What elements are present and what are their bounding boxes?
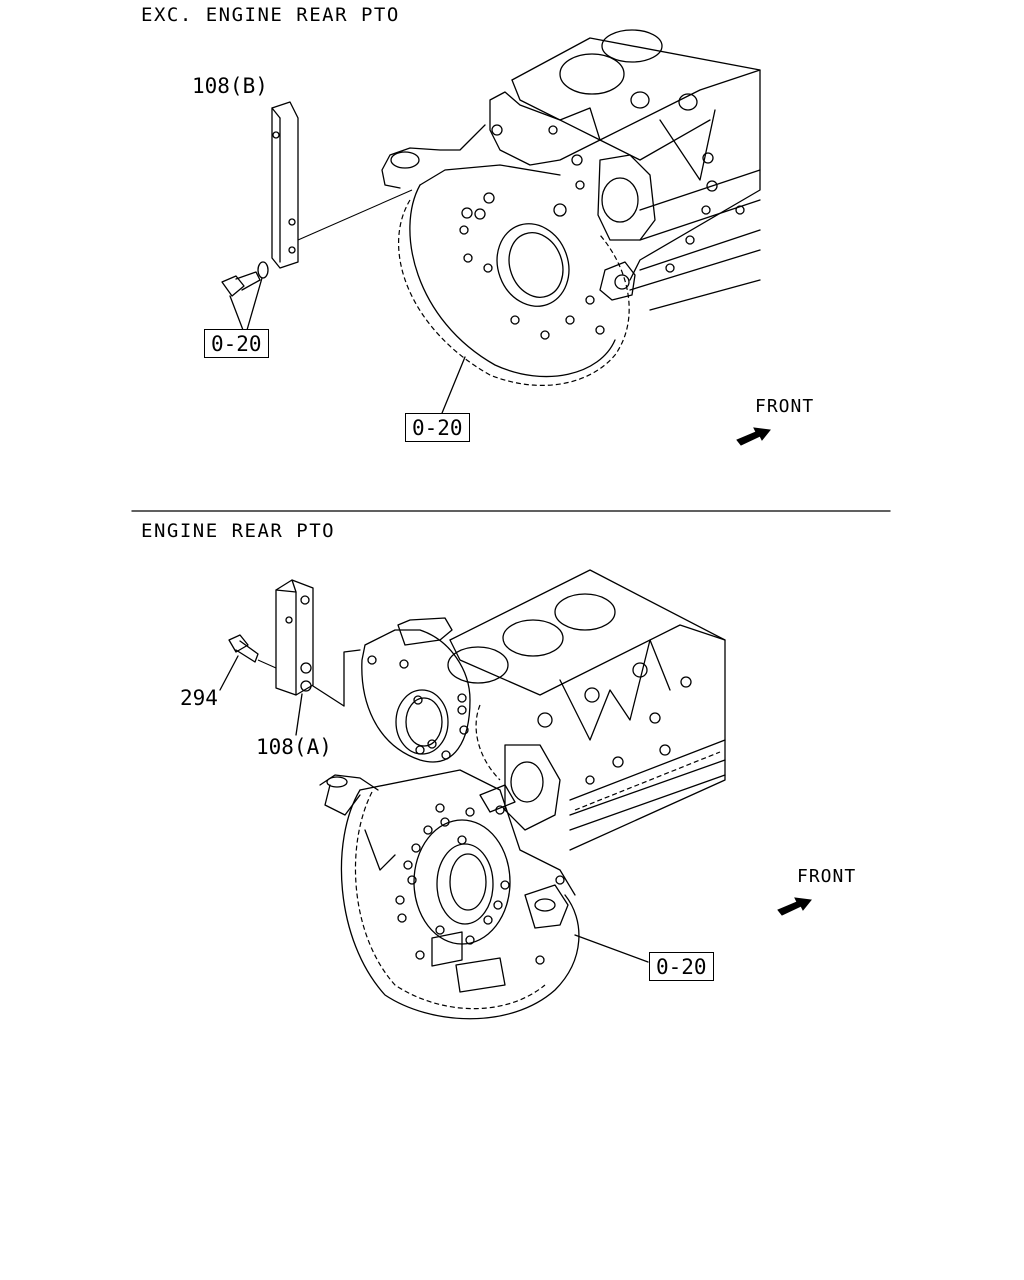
top-bracket-108b: [221, 101, 413, 331]
top-flywheel-housing: [397, 164, 630, 419]
bottom-bracket-label: 108(A): [256, 735, 332, 759]
top-engine-block: [381, 29, 761, 311]
top-front-arrow-icon: [736, 427, 771, 446]
bottom-flywheel-housing: [319, 769, 649, 1020]
top-front-label: FRONT: [755, 396, 815, 417]
bottom-front-label: FRONT: [797, 866, 857, 887]
bottom-bracket-108a: [219, 579, 345, 736]
bottom-section-title: ENGINE REAR PTO: [141, 520, 336, 542]
top-bracket-label: 108(B): [192, 74, 268, 98]
top-bolt-ref-box[interactable]: 0-20: [204, 329, 269, 359]
top-section-title: EXC. ENGINE REAR PTO: [141, 4, 400, 26]
bottom-pto-flange: [343, 617, 561, 831]
bottom-housing-ref-box[interactable]: 0-20: [649, 952, 714, 982]
bottom-bolt-label: 294: [180, 686, 218, 710]
top-housing-ref-box[interactable]: 0-20: [405, 413, 470, 443]
bottom-front-arrow-icon: [777, 897, 812, 916]
bottom-engine-block: [447, 569, 726, 851]
